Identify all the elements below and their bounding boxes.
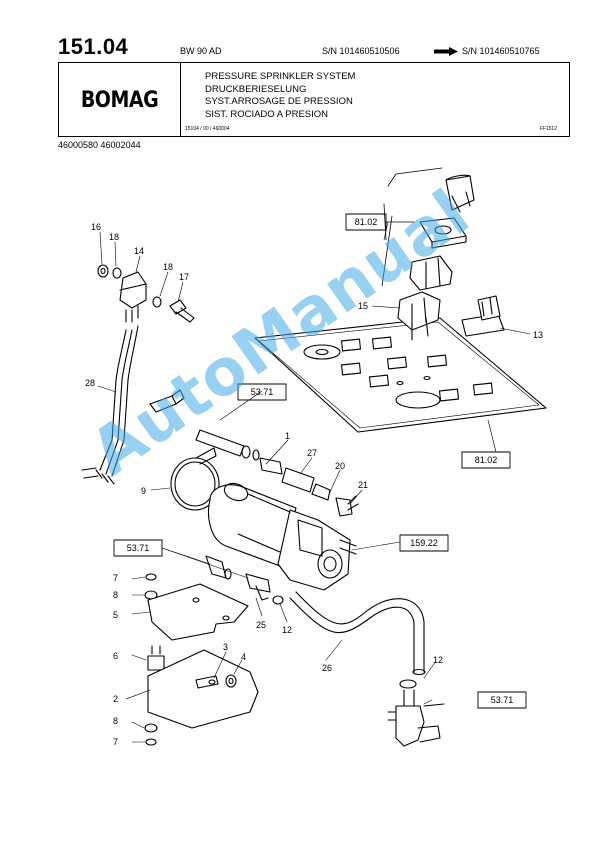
callout-25: 25 (256, 620, 266, 630)
callout-26: 26 (322, 663, 332, 673)
model-label: BW 90 AD (180, 46, 222, 56)
callout-9: 9 (141, 486, 146, 496)
title-en: PRESSURE SPRINKLER SYSTEM (205, 71, 356, 82)
mounting-brackets (144, 573, 259, 746)
title-list: PRESSURE SPRINKLER SYSTEM DRUCKBERIESELU… (205, 71, 355, 121)
callout-5: 5 (113, 610, 118, 620)
callout-15: 15 (358, 301, 368, 311)
callout-8: 8 (113, 590, 118, 600)
callout-labels: 16 18 14 18 17 15 13 28 1 27 20 21 9 7 8… (85, 222, 543, 747)
serial-from: S/N 101460510506 (322, 46, 400, 56)
leader-lines (97, 221, 531, 743)
callout-1: 1 (285, 431, 290, 441)
callout-12: 12 (433, 655, 443, 665)
callout-8: 8 (113, 716, 118, 726)
elbow-fittings (149, 389, 359, 517)
serial-to: S/N 101460510765 (462, 46, 540, 56)
switch-assembly (397, 174, 505, 341)
nozzle-valve (387, 679, 445, 747)
ref-53-71-lower: 53.71 (491, 695, 514, 705)
callout-28: 28 (85, 378, 95, 388)
ref-159-22: 159.22 (410, 538, 438, 548)
ref-53-71-upper: 53.71 (251, 387, 274, 397)
mounting-plate (254, 317, 547, 433)
title-de: DRUCKBERIESELUNG (205, 83, 307, 95)
callout-2: 2 (113, 694, 118, 704)
hose-clamp (170, 447, 220, 511)
callout-13: 13 (533, 330, 543, 340)
ref-81-02-upper: 81.02 (355, 217, 378, 227)
reference-labels: 81.02 81.02 53.71 53.71 159.22 53.71 (127, 217, 514, 705)
wiring-harness (81, 325, 139, 485)
callout-12: 12 (282, 625, 292, 635)
title-fr: SYST.ARROSAGE DE PRESSION (205, 96, 353, 107)
callout-7: 7 (113, 737, 118, 747)
callout-16: 16 (91, 222, 101, 232)
reference-boxes (113, 213, 527, 709)
callout-3: 3 (223, 642, 228, 652)
callout-18: 18 (163, 262, 173, 272)
ref-81-02-lower: 81.02 (475, 455, 498, 465)
pump-motor (208, 482, 357, 591)
title-es: SIST. ROCIADO A PRESION (205, 108, 329, 120)
callout-6: 6 (113, 651, 118, 661)
page-number: 151.04 (58, 34, 129, 59)
callout-27: 27 (307, 448, 317, 458)
serial-range-arrow-icon (434, 47, 458, 56)
callout-18: 18 (109, 232, 119, 242)
callout-20: 20 (335, 461, 345, 471)
callout-14: 14 (134, 246, 144, 256)
brand-name: BOMAG (80, 86, 159, 113)
brand-logo: BOMAG (59, 63, 181, 136)
title-block: BOMAG PRESSURE SPRINKLER SYSTEM DRUCKBER… (58, 62, 570, 137)
callout-7: 7 (113, 573, 118, 583)
relay-group (97, 264, 195, 323)
callout-17: 17 (179, 272, 189, 282)
callout-4: 4 (241, 652, 246, 662)
reference-code: 15104 / 00 / 460004 (185, 126, 230, 132)
ref-53-71-left: 53.71 (127, 543, 150, 553)
callout-21: 21 (358, 480, 368, 490)
hose (289, 591, 426, 676)
part-numbers: 46000580 46002044 (58, 140, 141, 150)
figure-code: FF1512 (539, 126, 557, 132)
